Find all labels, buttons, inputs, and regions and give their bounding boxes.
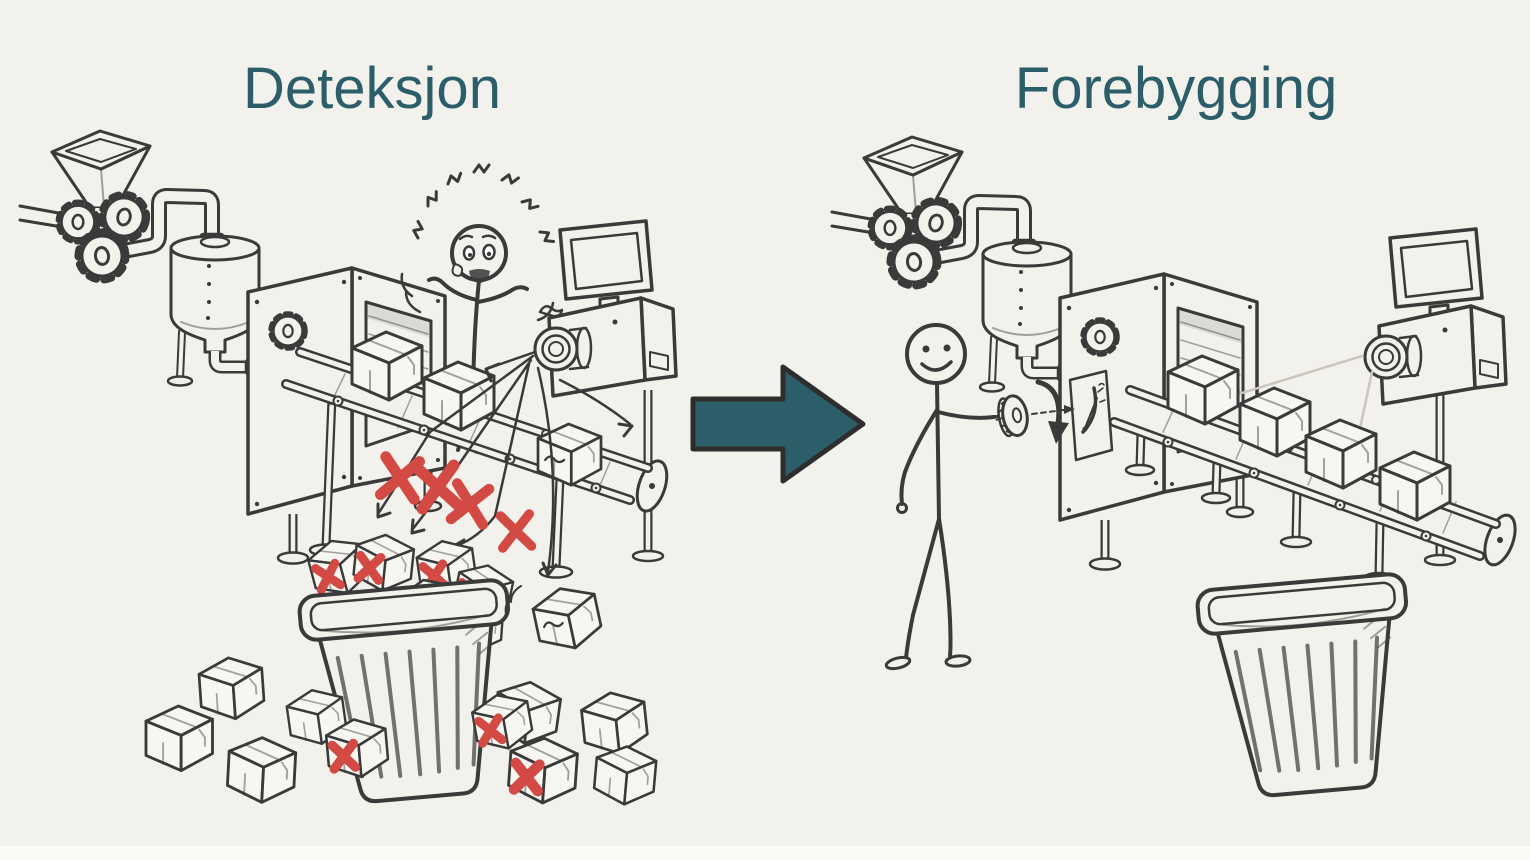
footer-strip <box>0 846 1530 860</box>
gauge-panel <box>1068 369 1114 462</box>
rotation-arrow <box>1035 379 1069 444</box>
belt-boxes <box>350 330 603 487</box>
happy-worker <box>884 323 996 671</box>
transition-arrow <box>690 364 866 484</box>
right-title: Forebygging <box>1015 56 1337 121</box>
left-title: Deteksjon <box>243 56 501 121</box>
falling-box <box>504 580 606 657</box>
left-scene <box>20 131 678 807</box>
right-scene <box>832 137 1517 803</box>
